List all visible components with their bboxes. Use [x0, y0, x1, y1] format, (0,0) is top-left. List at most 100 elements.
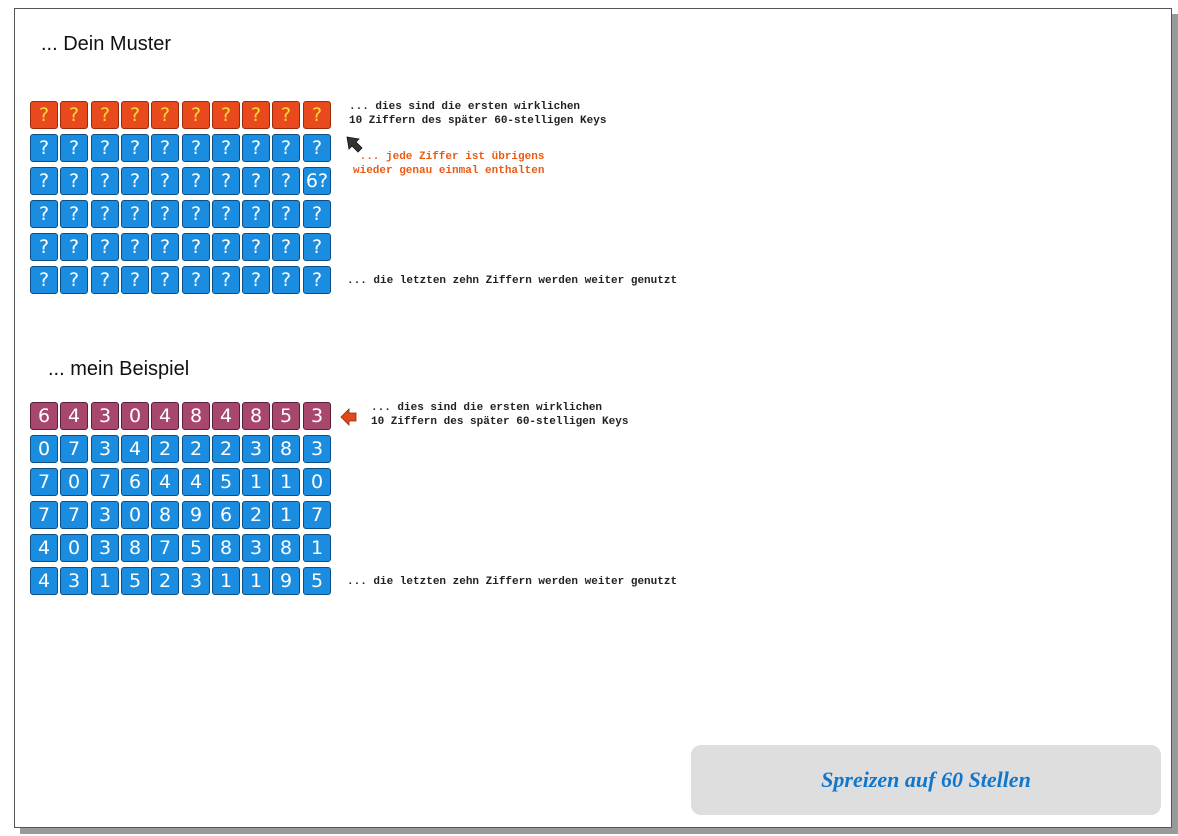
digit-cell: ? — [272, 266, 300, 294]
digit-cell: ? — [60, 134, 88, 162]
digit-cell: 7 — [151, 534, 179, 562]
digit-cell: 0 — [60, 534, 88, 562]
digit-cell: ? — [151, 233, 179, 261]
digit-cell: 1 — [272, 501, 300, 529]
digit-cell: ? — [60, 101, 88, 129]
digit-cell: ? — [151, 101, 179, 129]
digit-cell: 1 — [303, 534, 331, 562]
digit-cell: ? — [303, 101, 331, 129]
digit-cell: 5 — [272, 402, 300, 430]
digit-cell: 4 — [151, 402, 179, 430]
digit-cell: 0 — [121, 402, 149, 430]
digit-cell: ? — [30, 134, 58, 162]
digit-cell: 0 — [121, 501, 149, 529]
digit-cell: ? — [151, 134, 179, 162]
digit-cell: 8 — [121, 534, 149, 562]
digit-cell: 4 — [182, 468, 210, 496]
digit-cell: 5 — [303, 567, 331, 595]
pattern-note-first-line1: ... dies sind die ersten wirklichen — [349, 101, 581, 113]
digit-cell: ? — [151, 167, 179, 195]
digit-cell: 7 — [30, 501, 58, 529]
digit-cell: ? — [121, 101, 149, 129]
digit-cell: 3 — [91, 501, 119, 529]
digit-cell: ? — [242, 233, 270, 261]
digit-cell: 1 — [272, 468, 300, 496]
digit-cell: ? — [272, 134, 300, 162]
digit-cell: 6? — [303, 167, 331, 195]
digit-cell: 8 — [182, 402, 210, 430]
digit-cell: 4 — [151, 468, 179, 496]
digit-cell: ? — [272, 233, 300, 261]
digit-cell: ? — [30, 167, 58, 195]
example-note-first-line2: 10 Ziffern des später 60-stelligen Keys — [371, 416, 629, 428]
digit-cell: ? — [212, 134, 240, 162]
digit-cell: 2 — [212, 435, 240, 463]
digit-cell: 2 — [151, 435, 179, 463]
digit-cell: 4 — [30, 534, 58, 562]
pattern-note-orange: ... jede Ziffer ist übrigens wieder gena… — [353, 150, 544, 178]
digit-cell: 8 — [272, 435, 300, 463]
digit-cell: ? — [30, 200, 58, 228]
digit-cell: ? — [182, 200, 210, 228]
digit-cell: ? — [91, 134, 119, 162]
digit-cell: ? — [121, 233, 149, 261]
digit-cell: 4 — [60, 402, 88, 430]
example-heading: ... mein Beispiel — [48, 358, 190, 380]
digit-cell: 0 — [60, 468, 88, 496]
digit-cell: ? — [272, 167, 300, 195]
digit-cell: 1 — [212, 567, 240, 595]
digit-cell: 8 — [212, 534, 240, 562]
arrow-left-icon — [340, 408, 357, 426]
digit-cell: 7 — [303, 501, 331, 529]
arrow-up-left-icon — [346, 136, 363, 153]
digit-cell: ? — [30, 101, 58, 129]
digit-cell: 9 — [272, 567, 300, 595]
digit-cell: ? — [121, 134, 149, 162]
pattern-note-orange-line2: wieder genau einmal enthalten — [353, 165, 545, 177]
digit-cell: ? — [30, 266, 58, 294]
digit-cell: 4 — [121, 435, 149, 463]
digit-cell: ? — [303, 266, 331, 294]
digit-cell: ? — [242, 200, 270, 228]
digit-cell: 1 — [242, 567, 270, 595]
digit-cell: 1 — [91, 567, 119, 595]
digit-cell: 6 — [212, 501, 240, 529]
digit-cell: 7 — [30, 468, 58, 496]
digit-cell: 5 — [212, 468, 240, 496]
digit-cell: 3 — [60, 567, 88, 595]
footer-title: Spreizen auf 60 Stellen — [821, 767, 1031, 792]
digit-cell: 6 — [30, 402, 58, 430]
digit-cell: 0 — [303, 468, 331, 496]
digit-cell: ? — [212, 200, 240, 228]
digit-cell: ? — [303, 134, 331, 162]
digit-cell: ? — [91, 200, 119, 228]
digit-cell: ? — [182, 167, 210, 195]
digit-cell: 2 — [242, 501, 270, 529]
footer-title-box: Spreizen auf 60 Stellen — [691, 745, 1161, 815]
digit-cell: ? — [121, 200, 149, 228]
pattern-note-last: ... die letzten zehn Ziffern werden weit… — [347, 275, 678, 287]
digit-cell: 3 — [303, 435, 331, 463]
digit-cell: 8 — [151, 501, 179, 529]
digit-cell: ? — [60, 167, 88, 195]
digit-cell: ? — [121, 167, 149, 195]
pattern-note-first-line2: 10 Ziffern des später 60-stelligen Keys — [349, 115, 607, 127]
digit-cell: ? — [303, 200, 331, 228]
digit-cell: ? — [212, 101, 240, 129]
example-note-first-line1: ... dies sind die ersten wirklichen — [371, 402, 603, 414]
digit-cell: 5 — [121, 567, 149, 595]
digit-cell: ? — [242, 167, 270, 195]
digit-cell: ? — [91, 233, 119, 261]
digit-cell: ? — [182, 233, 210, 261]
digit-cell: 7 — [91, 468, 119, 496]
digit-cell: ? — [242, 134, 270, 162]
digit-cell: ? — [121, 266, 149, 294]
digit-cell: ? — [91, 101, 119, 129]
digit-cell: ? — [212, 233, 240, 261]
digit-cell: 6 — [121, 468, 149, 496]
digit-cell: 9 — [182, 501, 210, 529]
digit-cell: ? — [242, 266, 270, 294]
digit-cell: ? — [91, 167, 119, 195]
digit-cell: 3 — [242, 435, 270, 463]
